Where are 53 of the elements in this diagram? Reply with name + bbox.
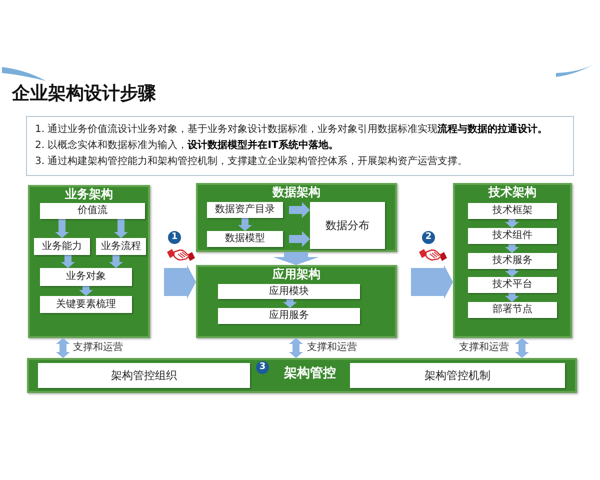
arrow [55,219,69,238]
double-arrow [289,338,303,358]
process-box: 技术服务 [468,253,557,269]
process-box: 数据资产目录 [207,202,283,218]
edge-label: 支撑和运营 [306,342,358,354]
arrow [61,255,75,268]
arrow [109,255,123,268]
arrow [505,293,519,302]
arrow [505,219,519,228]
arrow [505,269,519,277]
edge-label: 支撑和运营 [72,342,124,354]
page-title: 企业架构设计步骤 [12,82,156,106]
double-arrow [515,338,529,358]
architecture-panel [453,183,572,338]
architecture-panel [28,185,150,338]
arrow [283,299,297,308]
process-box: 技术平台 [468,277,557,293]
panel-title: 应用架构 [272,267,320,282]
process-box: 价值流 [40,203,145,219]
architecture-panel [196,265,397,338]
process-box: 应用模块 [218,284,360,299]
list-item: 2. 以概念实体和数据标准为输入，设计数据模型并在IT系统中落地。 [35,138,340,153]
arrow [238,218,252,231]
process-box: 数据模型 [207,231,283,247]
panel-title: 架构管控 [284,366,336,382]
process-box: 关键要素梳理 [40,296,132,313]
list-item: 1. 通过业务价值流设计业务对象，基于业务对象设计数据标准，业务对象引用数据标准实现流程与数据的拉通设计。 [35,122,549,137]
number-badge: 3 [256,361,269,374]
process-box: 技术组件 [468,228,557,244]
process-box: 应用服务 [218,308,360,324]
block-arrow [273,252,319,265]
note-box [26,116,574,176]
edge-label: 支撑和运营 [458,342,510,354]
process-box: 部署节点 [468,302,557,318]
process-box: 业务对象 [40,268,132,286]
process-box: 业务能力 [34,238,90,255]
panel-title: 技术架构 [488,185,536,200]
process-box: 数据分布 [310,202,385,249]
list-item: 3. 通过构建架构管控能力和架构管控机制，支撑建立企业架构管控体系，开展架构资产运营支撑。 [35,154,469,169]
process-box: 架构管控组织 [38,363,250,388]
double-arrow [56,338,70,358]
number-badge: 2 [422,231,435,244]
process-box: 业务流程 [96,238,146,255]
process-box: 架构管控机制 [350,363,565,388]
process-box: 技术框架 [468,203,557,219]
number-badge: 1 [168,231,181,244]
arrow [505,244,519,253]
panel-title: 数据架构 [272,185,320,200]
arrow [79,286,93,296]
panel-title: 业务架构 [65,187,113,202]
architecture-panel [196,183,397,252]
arrow [114,219,128,238]
governance-band [27,358,577,393]
